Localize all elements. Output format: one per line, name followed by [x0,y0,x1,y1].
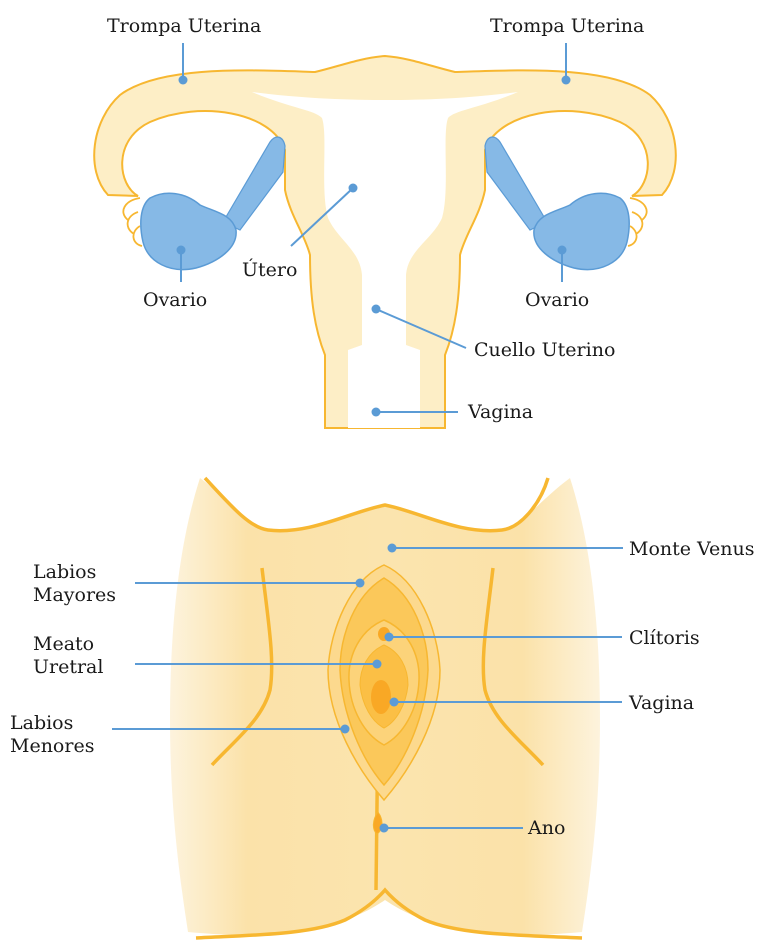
dot-labia-minora [341,725,350,734]
label-clitoris: Clítoris [629,627,700,649]
label-vagina-internal: Vagina [467,401,533,423]
label-labia-majora-line1: Labios [33,561,96,583]
dot-ovary-left [177,246,186,255]
fimbria-right [628,198,647,246]
dot-ovary-right [558,246,567,255]
label-cervix: Cuello Uterino [474,339,615,361]
dot-tube-left [179,76,188,85]
dot-clitoris [385,633,394,642]
label-meatus-line1: Meato [33,633,94,655]
label-uterus: Útero [242,258,297,281]
vaginal-opening-shape [371,680,391,714]
label-mons-pubis: Monte Venus [629,538,755,560]
fimbria-left [123,198,142,246]
label-anus: Ano [527,817,565,839]
label-labia-majora-line2: Mayores [33,584,116,606]
dot-anus [380,824,389,833]
dot-uterus [349,184,358,193]
internal-anatomy: Trompa Uterina Trompa Uterina Ovario Ova… [94,15,676,428]
label-ovary-right: Ovario [525,289,589,311]
dot-labia-majora [356,579,365,588]
dot-mons [388,544,397,553]
label-tube-right: Trompa Uterina [490,15,644,37]
external-anatomy: Monte Venus Labios Mayores Meato Uretral… [10,478,755,938]
dot-tube-right [562,76,571,85]
label-labia-minora-line2: Menores [10,735,94,757]
label-labia-minora-line1: Labios [10,712,73,734]
label-tube-left: Trompa Uterina [107,15,261,37]
dot-vagina-internal [372,408,381,417]
ovary-left [141,193,236,269]
dot-cervix [372,305,381,314]
ovarian-ligament-right [485,137,547,230]
ovary-right [534,193,629,269]
label-meatus-line2: Uretral [33,656,103,678]
label-ovary-left: Ovario [143,289,207,311]
dot-meatus [373,660,382,669]
ovarian-ligament-left [223,137,285,230]
label-vagina-external: Vagina [628,692,694,714]
dot-vagina-external [390,698,399,707]
